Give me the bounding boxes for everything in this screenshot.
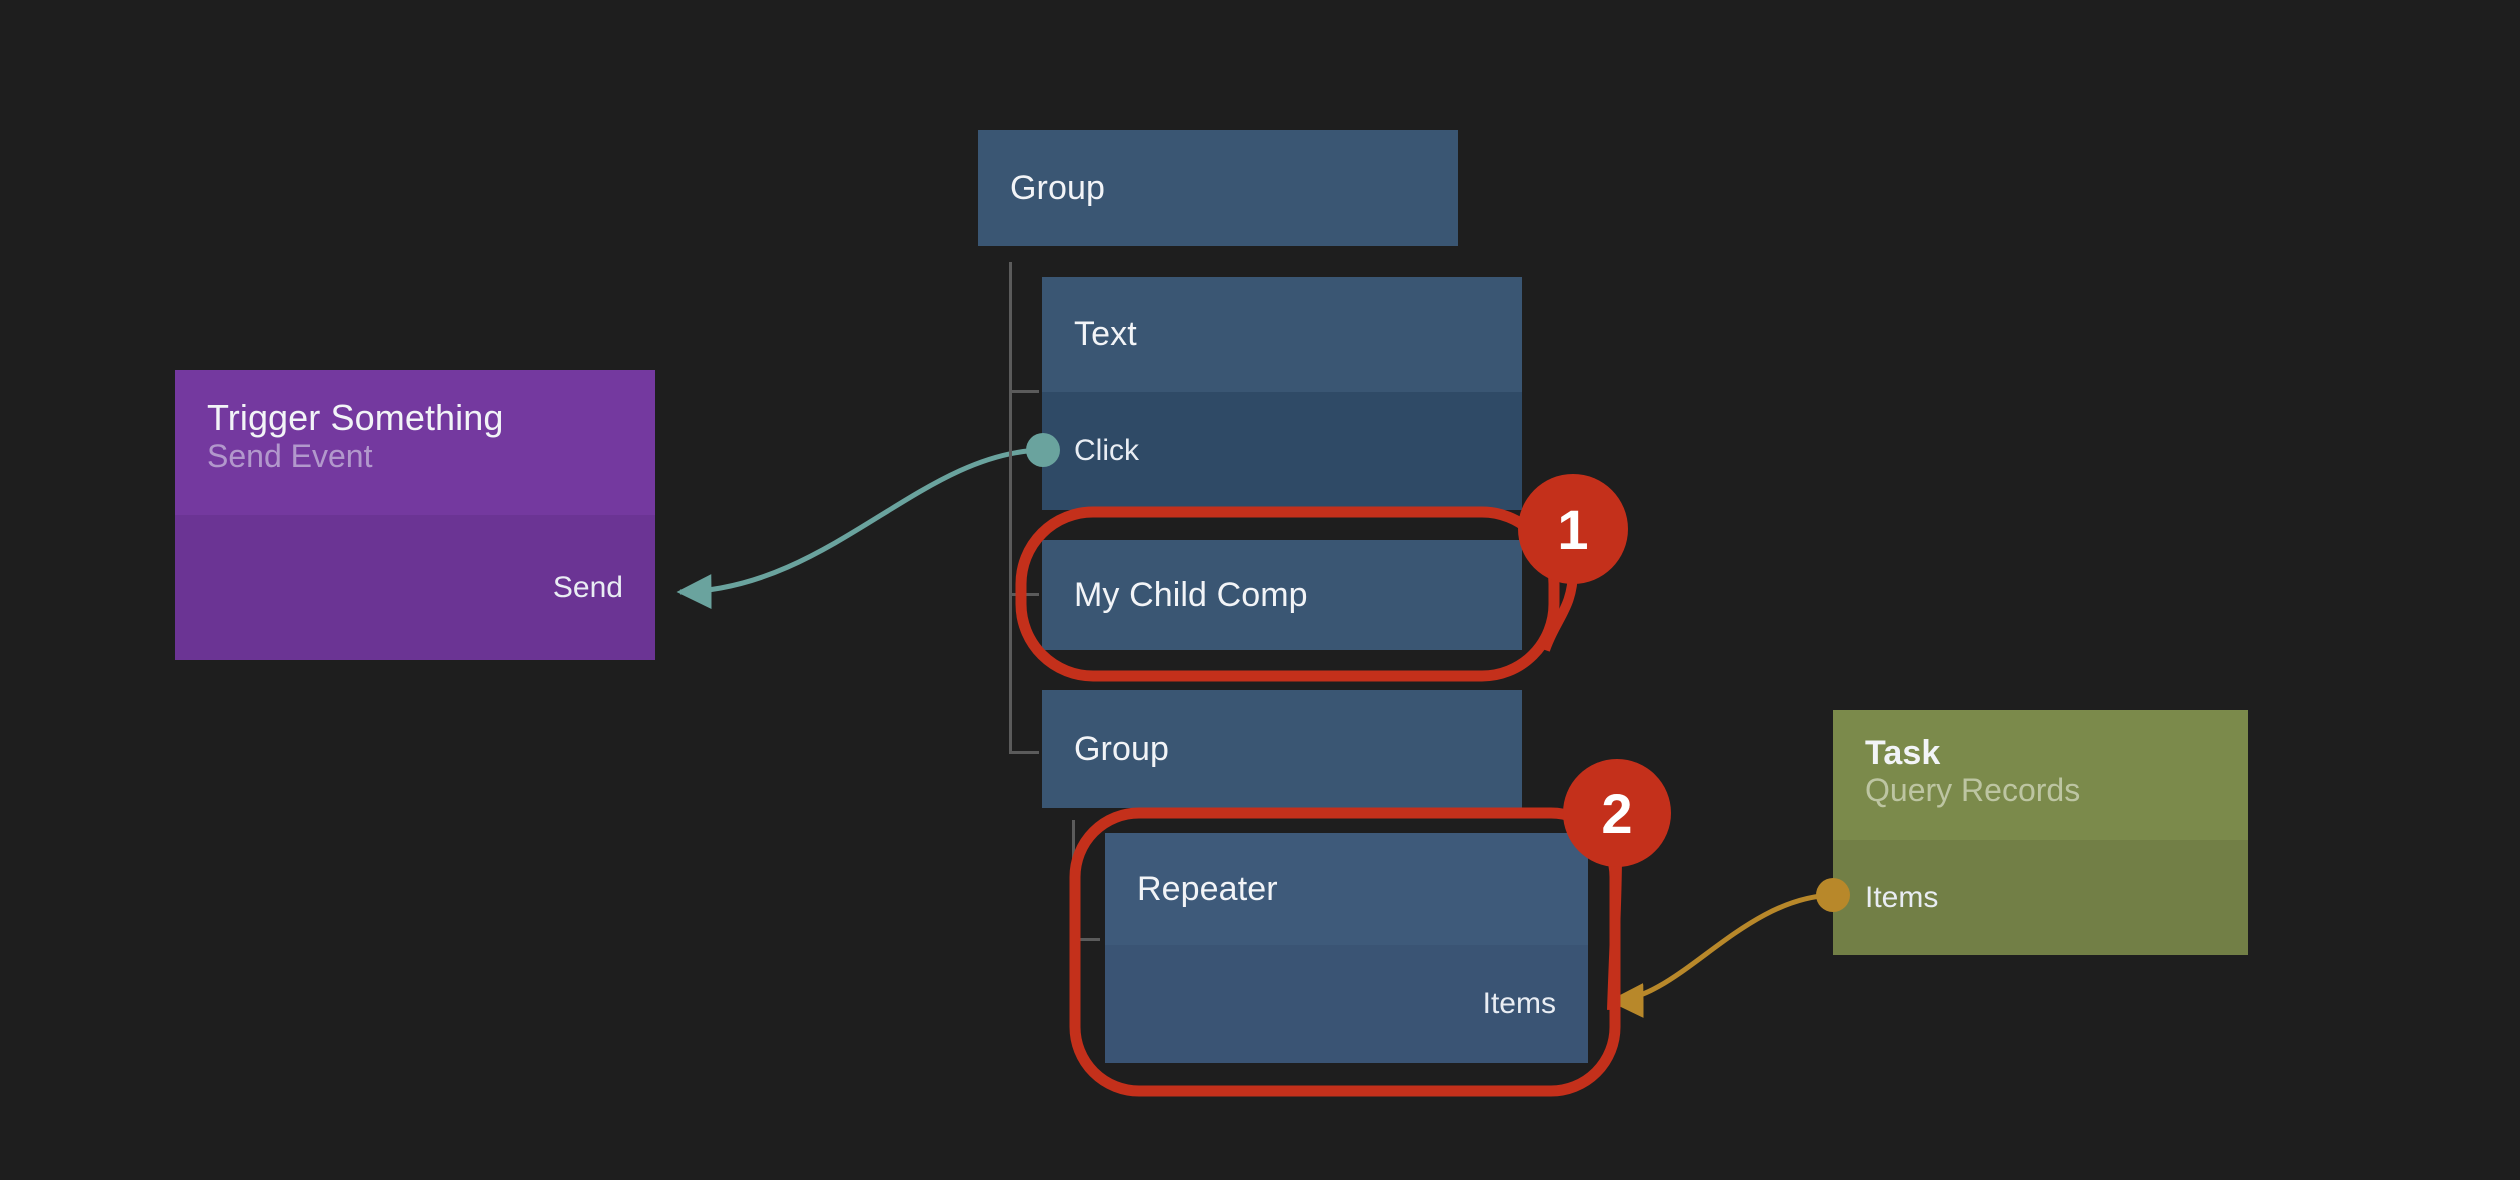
node-root-group[interactable]: Group: [978, 130, 1458, 246]
node-text-title: Text: [1074, 315, 1137, 354]
node-inner-group[interactable]: Group: [1042, 690, 1522, 808]
node-my-child-comp[interactable]: My Child Comp: [1042, 540, 1522, 650]
tree-branch-inner-group: [1009, 751, 1039, 754]
annotation-badge-1: 1: [1518, 474, 1628, 584]
node-task-title: Task: [1865, 734, 1941, 772]
port-label-repeater-items: Items: [1482, 987, 1556, 1020]
node-trigger-body: Send: [175, 515, 655, 660]
tree-trunk-line-repeater: [1072, 820, 1075, 940]
node-inner-group-header: Group: [1042, 690, 1522, 808]
annotation-badge-2-number: 2: [1601, 781, 1633, 845]
port-label-task-items: Items: [1865, 880, 1939, 914]
node-trigger-subtitle: Send Event: [207, 438, 373, 475]
edge-click-to-send: [676, 447, 1044, 610]
node-trigger-something[interactable]: Trigger Something Send Event Send: [175, 370, 655, 660]
node-repeater[interactable]: Repeater Items: [1105, 833, 1588, 1063]
node-inner-group-title: Group: [1074, 729, 1169, 768]
tree-branch-child-comp: [1009, 593, 1039, 596]
node-task-subtitle: Query Records: [1865, 772, 2081, 809]
annotation-badge-1-number: 1: [1557, 497, 1589, 561]
node-my-child-comp-header: My Child Comp: [1042, 540, 1522, 650]
edge-items-to-items: [1608, 892, 1834, 1018]
node-root-group-header: Group: [978, 130, 1458, 246]
tree-trunk-line: [1009, 262, 1012, 754]
tree-branch-repeater: [1072, 938, 1100, 941]
annotation-badge-2: 2: [1563, 759, 1671, 867]
node-task[interactable]: Task Query Records Items: [1833, 710, 2248, 955]
node-trigger-header: Trigger Something Send Event: [175, 370, 655, 515]
node-text[interactable]: Text Click: [1042, 277, 1522, 510]
node-trigger-title: Trigger Something: [207, 397, 504, 438]
node-repeater-title: Repeater: [1137, 869, 1278, 908]
port-dot-click[interactable]: [1026, 433, 1060, 467]
node-task-body: Items: [1833, 840, 2248, 955]
node-repeater-header: Repeater: [1105, 833, 1588, 945]
port-label-send: Send: [552, 570, 623, 604]
tree-branch-text: [1009, 390, 1039, 393]
port-label-click: Click: [1074, 434, 1139, 467]
node-text-body: Click: [1042, 392, 1522, 510]
node-repeater-body: Items: [1105, 945, 1588, 1063]
port-dot-task-items[interactable]: [1816, 878, 1850, 912]
node-text-header: Text: [1042, 277, 1522, 392]
node-task-header: Task Query Records: [1833, 710, 2248, 840]
node-my-child-comp-title: My Child Comp: [1074, 575, 1308, 614]
node-root-group-title: Group: [1010, 168, 1105, 207]
